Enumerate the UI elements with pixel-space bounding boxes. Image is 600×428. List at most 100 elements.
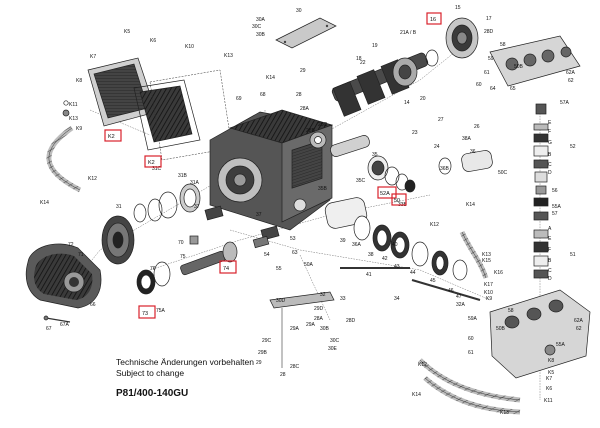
crankcase-icon: [209, 109, 334, 231]
label-28-b: 28: [280, 372, 286, 378]
label-57: 57: [552, 211, 558, 217]
label-66: 66: [90, 302, 96, 308]
label-50c: 50C: [498, 170, 508, 176]
label-29: 29: [300, 68, 306, 74]
highlight-box-50: 50: [391, 193, 407, 206]
model-number: P81/400-140GU: [116, 388, 189, 399]
oil-pipe-left: [46, 100, 82, 193]
label-35: 35: [372, 152, 378, 158]
label-62b: 62: [576, 326, 582, 332]
label-75: 75: [180, 254, 186, 260]
label-61b: 61: [468, 350, 474, 356]
label-g1: G: [548, 140, 552, 146]
label-70: 70: [178, 240, 184, 246]
label-31c: 31C: [152, 166, 162, 172]
oil-cover-k2: [87, 57, 233, 161]
tie-rod-32: [340, 267, 481, 301]
label-k5b: K5: [548, 370, 554, 376]
label-k15: K15: [482, 258, 491, 264]
part-labels: 30 30A 30C 30B 15 17 28D 21A / B K5 K6 K…: [40, 5, 584, 416]
label-28b: 28B: [306, 128, 316, 134]
label-26: 26: [474, 124, 480, 130]
label-27: 27: [438, 117, 444, 123]
label-31a: 31A: [190, 180, 200, 186]
label-59a: 59A: [468, 316, 478, 322]
label-k11b: K11: [544, 398, 553, 404]
highlighted-labels: 16 K2 K2 52A 50 74 73: [104, 12, 442, 319]
label-63: 63: [292, 250, 298, 256]
label-56: 56: [552, 188, 558, 194]
label-k8: K8: [76, 78, 82, 84]
crankshaft-icon: [331, 49, 439, 117]
label-39: 39: [340, 238, 346, 244]
highlight-box-74: 74: [219, 260, 237, 274]
pinion-shaft: [136, 241, 238, 295]
label-28c-b: 28C: [290, 364, 300, 370]
label-21ab: 21A / B: [400, 30, 417, 36]
seal-assembly-lower: [324, 197, 468, 281]
plunger-36: [438, 150, 493, 175]
label-50a: 50A: [304, 262, 314, 268]
label-k5: K5: [124, 29, 130, 35]
label-72: 72: [68, 242, 74, 248]
highlight-box-k2a: K2: [104, 129, 122, 142]
label-35c: 35C: [356, 178, 366, 184]
label-44: 44: [410, 270, 416, 276]
change-notice-english: Subject to change: [116, 368, 185, 378]
label-59: 59: [488, 56, 494, 62]
label-75a: 75A: [156, 308, 166, 314]
valve-manifold-icon: [489, 289, 591, 379]
change-notice-german: Technische Änderungen vorbehalten: [116, 357, 254, 367]
label-45: 45: [430, 278, 436, 284]
label-29b: 29B: [258, 350, 268, 356]
label-30c: 30C: [252, 24, 262, 30]
label-15: 15: [455, 5, 461, 11]
label-28: 28: [296, 92, 302, 98]
label-67: 67: [46, 326, 52, 332]
label-62a-b: 62A: [574, 318, 584, 324]
label-k13b: K13: [224, 53, 233, 59]
label-31: 31: [116, 204, 122, 210]
label-32: 32: [320, 292, 326, 298]
gear-cover-icon: [25, 243, 102, 309]
label-k12c: K12: [418, 362, 427, 368]
label-29a-b: 29A: [290, 326, 300, 332]
label-b1: B: [548, 152, 552, 158]
label-30e: 30E: [328, 346, 338, 352]
bearing-cover-16: [445, 17, 479, 59]
label-19: 19: [372, 43, 378, 49]
label-38: 38: [368, 252, 374, 258]
label-k13c: K13: [482, 252, 491, 258]
label-76: 76: [150, 266, 156, 272]
label-29: 29: [256, 360, 262, 366]
cover-plate-30: [275, 17, 337, 49]
label-36b: 36B: [440, 166, 450, 172]
label-58: 58: [500, 42, 506, 48]
label-30d: 30D: [276, 298, 286, 304]
label-34: 34: [394, 296, 400, 302]
label-23: 23: [412, 130, 418, 136]
highlight-label-k2b: K2: [148, 160, 155, 166]
label-32a: 32A: [456, 302, 466, 308]
label-29c: 29C: [262, 338, 272, 344]
label-28c: 28C: [318, 122, 328, 128]
highlight-label-k2a: K2: [108, 134, 115, 140]
spacer-blocks: [189, 205, 280, 249]
seal-rings-31: [133, 183, 201, 223]
oil-pipe-icon: [418, 358, 521, 415]
label-50bb: 50B: [496, 326, 506, 332]
label-38a: 38A: [462, 136, 472, 142]
label-61: 61: [484, 70, 490, 76]
highlight-box-73: 73: [138, 305, 156, 319]
label-41: 41: [366, 272, 372, 278]
label-a2: A: [548, 226, 552, 232]
label-50b: 50B: [514, 64, 524, 70]
label-60: 60: [476, 82, 482, 88]
label-k8b: K8: [548, 358, 554, 364]
label-55a: 55A: [552, 204, 562, 210]
label-e2: E: [548, 236, 552, 242]
label-22: 22: [360, 60, 366, 66]
label-30a: 30A: [256, 17, 266, 23]
label-b2: B: [548, 258, 552, 264]
label-k7b: K7: [546, 376, 552, 382]
